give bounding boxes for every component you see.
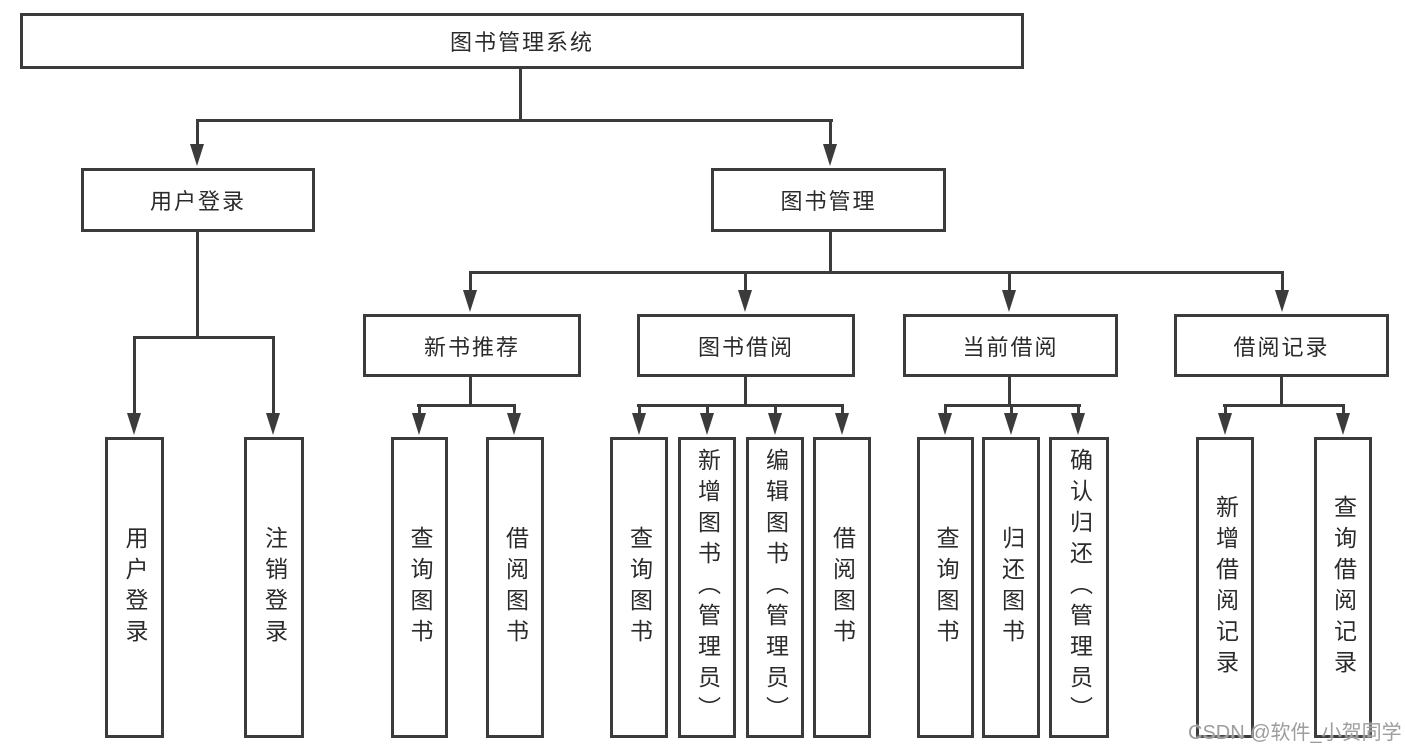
leaf-current-query-books: 查询图书 — [917, 437, 974, 738]
arrowhead-down — [938, 413, 952, 435]
connector-line — [418, 404, 421, 416]
arrowhead-down — [190, 144, 204, 166]
node-label: 借阅图书 — [829, 525, 856, 650]
arrowhead-down — [1004, 413, 1018, 435]
arrowhead-down — [835, 413, 849, 435]
node-label: 注销登录 — [261, 525, 288, 650]
node-label: 当前借阅 — [962, 334, 1059, 360]
connector-line — [1342, 404, 1345, 416]
leaf-query-borrow-record: 查询借阅记录 — [1314, 437, 1372, 738]
node-label: 查询借阅记录 — [1330, 494, 1357, 681]
connector-line — [1224, 404, 1227, 416]
node-label: 确认归还（管理员） — [1066, 448, 1093, 727]
arrowhead-down — [632, 413, 646, 435]
node-book-management: 图书管理 — [711, 168, 946, 232]
node-label: 新增借阅记录 — [1212, 494, 1239, 681]
arrowhead-down — [1275, 290, 1289, 312]
arrowhead-down — [1336, 413, 1350, 435]
connector-line — [519, 69, 522, 121]
node-label: 查询图书 — [407, 525, 433, 650]
connector-line — [744, 377, 747, 406]
connector-line — [417, 404, 516, 407]
node-book-borrowing: 图书借阅 — [637, 314, 855, 377]
connector-line — [1008, 377, 1011, 406]
node-label: 新书推荐 — [423, 334, 520, 360]
leaf-recommend-borrow-books: 借阅图书 — [486, 437, 544, 738]
connector-line — [744, 271, 747, 292]
node-label: 图书借阅 — [697, 334, 794, 360]
node-label: 用户登录 — [149, 189, 246, 214]
node-label: 用户登录 — [122, 525, 148, 650]
arrowhead-down — [412, 413, 426, 435]
node-label: 借阅图书 — [502, 525, 529, 650]
arrowhead-down — [768, 413, 782, 435]
arrowhead-down — [738, 290, 752, 312]
connector-line — [469, 377, 472, 406]
connector-line — [829, 119, 832, 146]
connector-line — [1010, 404, 1013, 416]
connector-line — [637, 404, 843, 407]
leaf-borrowing-query-books: 查询图书 — [610, 437, 668, 738]
connector-line — [469, 271, 472, 292]
arrowhead-down — [463, 290, 477, 312]
node-label: 查询图书 — [933, 525, 959, 650]
node-current-borrowing: 当前借阅 — [903, 314, 1118, 377]
connector-line — [774, 404, 777, 416]
connector-line — [706, 404, 709, 416]
arrowhead-down — [1071, 413, 1085, 435]
arrowhead-down — [823, 144, 837, 166]
leaf-user-login: 用户登录 — [105, 437, 164, 738]
arrowhead-down — [507, 413, 521, 435]
arrowhead-down — [1218, 413, 1232, 435]
csdn-watermark: CSDN @软件_小贺同学 — [1188, 722, 1402, 744]
arrowhead-down — [266, 413, 280, 435]
connector-line — [133, 336, 275, 339]
node-label: 查询图书 — [626, 525, 653, 650]
node-label: 图书管理系统 — [449, 30, 594, 55]
leaf-recommend-query-books: 查询图书 — [391, 437, 448, 738]
node-borrowing-records: 借阅记录 — [1174, 314, 1389, 377]
connector-line — [133, 336, 136, 415]
connector-line — [829, 232, 832, 273]
leaf-logout: 注销登录 — [244, 437, 304, 738]
leaf-borrowing-borrow-books: 借阅图书 — [813, 437, 871, 738]
connector-line — [841, 404, 844, 416]
node-new-book-recommendation: 新书推荐 — [363, 314, 581, 377]
arrowhead-down — [127, 413, 141, 435]
node-label: 新增图书（管理员） — [694, 448, 721, 727]
node-label: 编辑图书（管理员） — [762, 448, 789, 727]
connector-line — [944, 404, 947, 416]
node-library-management-system: 图书管理系统 — [20, 13, 1024, 69]
connector-line — [513, 404, 516, 416]
node-user-login: 用户登录 — [81, 168, 315, 232]
leaf-edit-book-admin: 编辑图书（管理员） — [746, 437, 804, 738]
connector-line — [196, 119, 199, 146]
connector-line — [1008, 271, 1011, 292]
node-label: 借阅记录 — [1233, 334, 1330, 360]
connector-line — [1077, 404, 1080, 416]
connector-line — [638, 404, 641, 416]
connector-line — [1223, 404, 1345, 407]
leaf-confirm-return-admin: 确认归还（管理员） — [1049, 437, 1109, 738]
connector-line — [469, 271, 1283, 274]
connector-line — [1281, 271, 1284, 292]
connector-line — [1280, 377, 1283, 406]
leaf-add-borrow-record: 新增借阅记录 — [1196, 437, 1254, 738]
arrowhead-down — [1002, 290, 1016, 312]
leaf-return-books: 归还图书 — [982, 437, 1040, 738]
node-label: 图书管理 — [780, 189, 877, 214]
connector-line — [196, 232, 199, 338]
leaf-add-book-admin: 新增图书（管理员） — [678, 437, 736, 738]
connector-line — [272, 336, 275, 415]
node-label: 归还图书 — [998, 525, 1025, 650]
connector-line — [196, 119, 833, 122]
arrowhead-down — [700, 413, 714, 435]
